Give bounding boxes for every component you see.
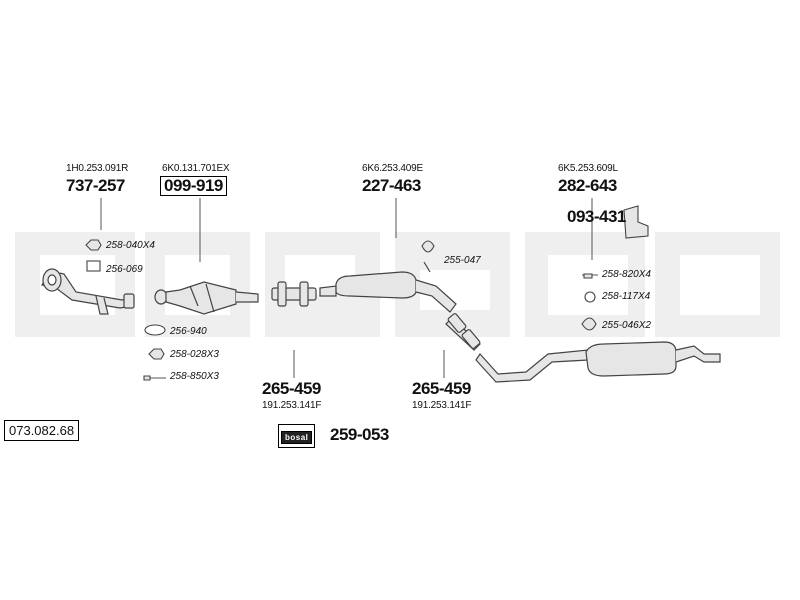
bosal-badge: bosal — [278, 424, 316, 448]
oe-number: 6K5.253.609L — [558, 163, 618, 174]
leader-lines — [100, 198, 598, 379]
bosal-logo: bosal — [281, 431, 313, 444]
part-number[interactable]: 259-053 — [330, 425, 389, 444]
bracket-icon — [623, 205, 649, 239]
accessory-label[interactable]: 258-040X4 — [106, 240, 155, 251]
gasket-ring-icon — [144, 324, 166, 336]
nut-icon-2 — [148, 348, 165, 360]
oe-number: 6K6.253.409E — [362, 163, 423, 174]
accessory-icons — [85, 205, 649, 381]
hanger-icon-2 — [581, 317, 597, 331]
reference-number: 073.082.68 — [4, 420, 80, 441]
oe-number: 1H0.253.091R — [66, 163, 129, 174]
part-number[interactable]: 265-459 — [412, 379, 471, 398]
accessory-label[interactable]: 256-069 — [106, 264, 143, 275]
part-number[interactable]: 265-459 — [262, 379, 321, 398]
accessory-label[interactable]: 256-940 — [170, 326, 207, 337]
accessory-label[interactable]: 258-850X3 — [170, 371, 219, 382]
part-number-highlight[interactable]: 099-919 — [160, 176, 227, 196]
rear-silencer — [475, 341, 721, 383]
oe-number: 191.253.141F — [412, 400, 472, 411]
middle-pipe — [319, 261, 457, 313]
hanger-icon — [421, 240, 435, 253]
part-number[interactable]: 227-463 — [362, 176, 421, 195]
catalytic-converter — [154, 281, 259, 315]
nut-icon — [85, 239, 102, 251]
accessory-label[interactable]: 258-028X3 — [170, 349, 219, 360]
part-number[interactable]: 282-643 — [558, 176, 617, 195]
accessory-label[interactable]: 255-046X2 — [602, 320, 651, 331]
accessory-label[interactable]: 255-047 — [444, 255, 481, 266]
clamp-2 — [445, 313, 481, 351]
part-number[interactable]: 093-431 — [567, 207, 626, 226]
bolt-icon — [143, 375, 151, 381]
accessory-label[interactable]: 258-820X4 — [602, 269, 651, 280]
front-pipe — [41, 268, 135, 315]
gasket-icon — [86, 260, 101, 272]
washer-icon — [584, 291, 596, 303]
oe-number: 191.253.141F — [262, 400, 322, 411]
part-number[interactable]: 737-257 — [66, 176, 125, 195]
clamp-1 — [271, 281, 317, 307]
oe-number: 6K0.131.701EX — [162, 163, 230, 174]
accessory-label[interactable]: 258-117X4 — [602, 291, 651, 302]
bolt-icon-2 — [583, 273, 593, 279]
